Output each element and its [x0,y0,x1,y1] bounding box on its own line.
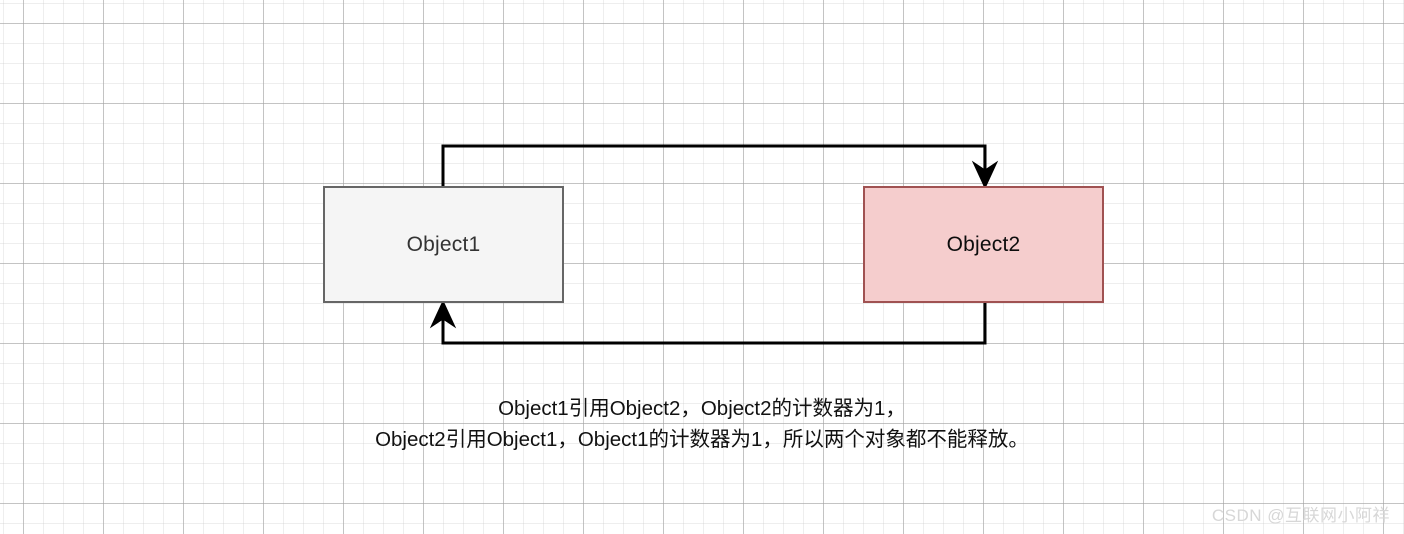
node-object1[interactable]: Object1 [323,186,564,303]
arrowhead-down-icon [971,160,999,190]
caption-line-1: Object1引用Object2，Object2的计数器为1， [498,397,906,420]
node-object2[interactable]: Object2 [863,186,1104,303]
csdn-watermark: CSDN @互联网小阿祥 [1211,506,1390,525]
edge-object1-to-object2[interactable] [441,144,999,190]
diagram-caption: Object1引用Object2，Object2的计数器为1， Object2引… [0,393,1404,455]
node-object2-label: Object2 [946,233,1021,256]
node-object1-label: Object1 [406,233,481,256]
edge-object2-to-object1[interactable] [429,299,987,345]
edge-object2-to-object1-path [441,303,987,345]
edge-object1-to-object2-path [441,144,987,186]
arrowhead-up-icon [429,299,457,329]
caption-line-2: Object2引用Object1，Object1的计数器为1，所以两个对象都不能… [375,428,1029,451]
